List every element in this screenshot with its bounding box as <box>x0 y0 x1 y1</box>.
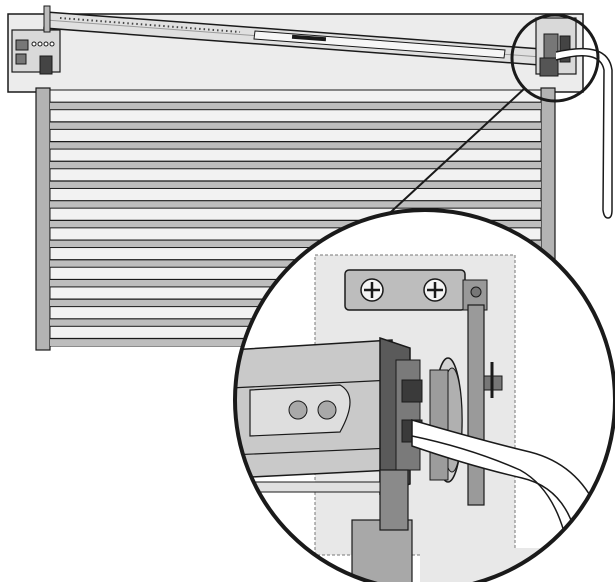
shutter-slat <box>49 148 542 170</box>
bracket-screw-2 <box>423 278 447 302</box>
shutter-slat <box>49 168 542 189</box>
motor-tube-detail <box>235 339 393 479</box>
left-end-bracket <box>11 29 61 75</box>
motor-cable <box>555 47 613 219</box>
guide-rail-left <box>35 87 51 351</box>
shutter-slat <box>49 187 542 209</box>
callout-circle <box>510 13 600 103</box>
shutter-slat <box>49 89 542 111</box>
motor-rivet-2 <box>317 400 337 420</box>
right-end-bracket <box>535 17 577 77</box>
shutter-slat <box>49 128 542 150</box>
motor-rivet-1 <box>288 400 308 420</box>
roller-tube <box>43 5 556 67</box>
bracket-screw-1 <box>360 278 384 302</box>
magnifier-circle <box>233 208 615 582</box>
mounting-bracket <box>344 269 488 311</box>
shutter-slat <box>49 109 542 130</box>
motor-cable-detail-2 <box>411 435 571 561</box>
